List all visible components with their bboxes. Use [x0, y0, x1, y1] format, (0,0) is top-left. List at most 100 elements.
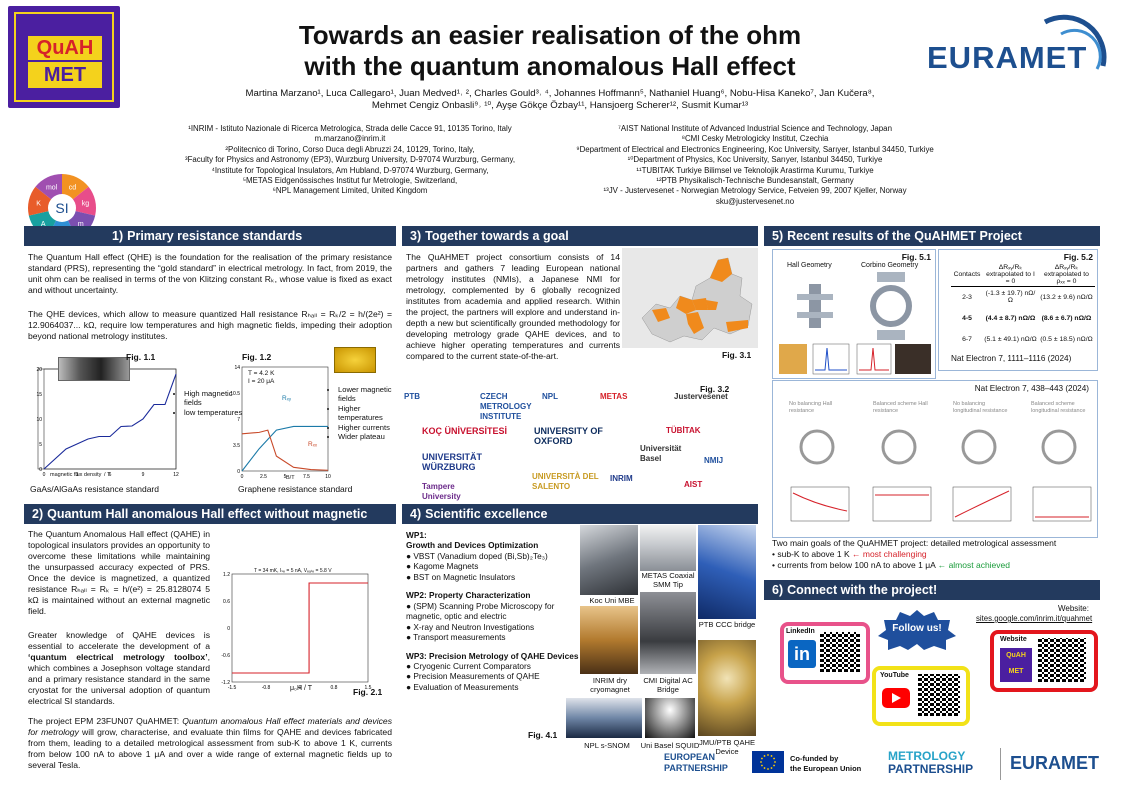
photo-caption: METAS Coaxial SMM Tip — [641, 571, 695, 590]
affiliation-line: ⁵METAS Eidgenössisches Institut fur Metr… — [242, 176, 458, 186]
authors-line2: Mehmet Cengiz Onbasli⁹˒ ¹⁰, Ayşe Gökçe Ö… — [371, 100, 749, 111]
panel-title: No balancing Hall resistance — [789, 401, 833, 414]
si-unit-label: mol — [46, 184, 58, 191]
youtube-card[interactable]: YouTube — [872, 666, 970, 726]
website-link[interactable]: sites.google.com/inrim.it/quahmet — [976, 614, 1093, 623]
corbino-geometry-title: Corbino Geometry — [861, 262, 919, 269]
x-tick-label: 7.5 — [303, 474, 310, 480]
partner-logo: NMIJ — [704, 456, 724, 465]
photo-caption: JMU/PTB QAHE Device — [698, 738, 756, 757]
wp2-title: WP2: Property Characterization — [406, 590, 531, 601]
section1-header: 1)Primary resistance standards — [24, 226, 396, 246]
partner-logo: UNIVERSITÄT WÜRZBURG — [422, 452, 483, 472]
goals-title: Two main goals of the QuAHMET project: d… — [772, 538, 1057, 548]
y-tick-label: 15 — [36, 392, 42, 398]
section3-header: 3)Together towards a goal — [402, 226, 758, 246]
section1-paragraph1: The Quantum Hall effect (QHE) is the fou… — [28, 252, 392, 295]
photo-inrim-cryomagnet — [580, 606, 638, 674]
fig21-label: Fig. 2.1 — [353, 687, 383, 697]
wp3-item: ● Evaluation of Measurements — [406, 681, 519, 692]
y-tick-label: 3.5 — [233, 443, 240, 449]
wp3-item: ● Precision Measurements of QAHE — [406, 671, 540, 682]
table-row: 6-7 (5.1 ± 49.1) nΩ/Ω (0.5 ± 18.5) nΩ/Ω — [951, 329, 1095, 350]
panel-title: Balanced scheme longitudinal resistance — [1031, 401, 1086, 414]
authors-line1: Martina Marzano¹, Luca Callegaro¹, Juan … — [245, 88, 875, 99]
section2-p2-bold: ‘quantum electrical metrology toolbox’ — [28, 652, 208, 662]
y-tick-label: -0.6 — [221, 653, 230, 659]
section2-paragraph3: The project EPM 23FUN07 QuAHMET: Quantum… — [28, 716, 392, 771]
chart-series-line — [241, 429, 329, 471]
linkedin-card[interactable]: LinkedIn in — [780, 622, 870, 684]
fig11-caption: GaAs/AlGaAs resistance standard — [30, 484, 159, 494]
x-tick-label: 5 — [284, 474, 287, 480]
fig52-table-box: Fig. 5.2 Contacts ΔRₓᵧ/Rₖ extrapolated t… — [938, 249, 1098, 371]
affiliation-line: ⁴Institute for Topological Insulators, A… — [211, 165, 489, 175]
wp2-item: ● Transport measurements — [406, 632, 506, 643]
youtube-icon — [882, 688, 910, 708]
linkedin-icon: in — [788, 640, 816, 668]
fig12-param: T = 4.2 K — [248, 370, 275, 377]
title-line2: with the quantum anomalous Hall effect — [304, 51, 796, 81]
partner-logo: Justervesenet — [674, 392, 728, 401]
mp-line1: METROLOGY — [888, 749, 966, 763]
table-cell: (0.5 ± 18.5) nΩ/Ω — [1040, 335, 1093, 343]
follow-us-text: Follow us! — [892, 623, 942, 634]
table-cell: (4.4 ± 8.7) nΩ/Ω — [985, 314, 1036, 322]
affiliation-line: ¹²PTB Physikalisch-Technische Bundesanst… — [656, 176, 854, 186]
fig21-xlabel: μ₀H / T — [290, 685, 312, 692]
fig11-bullets: High magnetic fields low temperatures — [174, 389, 246, 417]
table-row: 4-5 (4.4 ± 8.7) nΩ/Ω (8.6 ± 6.7) nΩ/Ω — [951, 308, 1095, 329]
quahmet-logo-line2: MET — [28, 62, 102, 88]
fig12-bullet: Wider plateau — [338, 432, 406, 441]
section1-paragraph2: The QHE devices, which allow to measure … — [28, 309, 392, 341]
fig31-label: Fig. 3.1 — [722, 350, 752, 360]
photo-npl-ssnom — [566, 698, 642, 738]
wp1-item: ● Kagome Magnets — [406, 561, 479, 572]
section2-p2-end: , which combines a Josephson voltage sta… — [28, 652, 210, 706]
affiliation-line: ⁶NPL Management Limited, United Kingdom — [272, 186, 428, 196]
affiliations-right: ⁷AIST National Institute of Advanced Ind… — [535, 124, 975, 207]
y-tick-label: 0 — [227, 626, 230, 632]
wp3-title: WP3: Precision Metrology of QAHE Devices — [406, 650, 579, 661]
fig52-label: Fig. 5.2 — [1063, 252, 1093, 262]
quahmet-logo: QuAH MET — [8, 6, 120, 108]
wp1-item: ● VBST (Vanadium doped (Bi,Sb)₂Te₃) — [406, 550, 548, 561]
table-cell: (-1.3 ± 19.7) nΩ/Ω — [985, 290, 1036, 305]
section5-header: 5)Recent results of the QuAHMET Project — [764, 226, 1100, 246]
footer-euramet-logo: EURAMET — [1010, 753, 1099, 773]
section5-title: Recent results of the QuAHMET Project — [787, 229, 1022, 243]
fig12-param: I = 20 μA — [248, 378, 275, 385]
x-tick-label: 0 — [241, 474, 244, 480]
section1-number: 1) — [112, 229, 124, 243]
goal-item: • currents from below 100 nA to above 1 … — [772, 560, 1010, 571]
table-header: ΔRₓᵧ/Rₖ extrapolated to ρₓₓ = 0 — [1043, 264, 1089, 285]
linkedin-qr-code — [820, 632, 860, 672]
table-header: ΔRₓᵧ/Rₖ extrapolated to I = 0 — [986, 264, 1035, 285]
x-tick-label: -0.8 — [262, 685, 271, 691]
fig11-bullet: low temperatures — [184, 408, 246, 417]
authors: Martina Marzano¹, Luca Callegaro¹, Juan … — [150, 88, 970, 112]
fig12-bullet: Higher currents — [338, 423, 406, 432]
fig52-table: Contacts ΔRₓᵧ/Rₖ extrapolated to I = 0 Δ… — [951, 262, 1095, 350]
euramet-wordmark: EURAMET — [927, 40, 1088, 75]
si-unit-label: K — [36, 201, 41, 208]
partner-logo: Universität Basel — [640, 444, 682, 463]
european-partnership-logo: EUROPEAN PARTNERSHIP — [664, 752, 728, 774]
photo-basel-squid — [645, 698, 695, 738]
si-unit-label: kg — [82, 201, 90, 208]
table-cell: 2-3 — [962, 293, 972, 301]
table-cell: (5.1 ± 49.1) nΩ/Ω — [984, 335, 1037, 343]
partner-logo: Tampere University — [422, 482, 461, 501]
si-unit-label: A — [41, 221, 46, 228]
affiliation-line: ²Politecnico di Torino, Corso Duca degli… — [225, 144, 475, 154]
y-tick-label: 5 — [39, 442, 42, 448]
affiliation-line: m.marzano@inrim.it — [314, 134, 386, 144]
fig12-caption: Graphene resistance standard — [238, 484, 353, 494]
fig12-bullet: Higher temperatures — [338, 404, 406, 423]
y-tick-label: 14 — [234, 365, 240, 371]
chart-series-line — [43, 373, 177, 470]
panel-title: No balancing longitudinal resistance — [953, 401, 1008, 414]
website-qr-code — [1038, 638, 1086, 682]
